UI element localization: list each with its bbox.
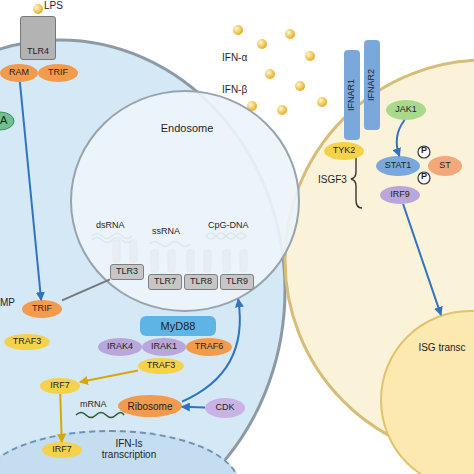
node-text: IRF9 (390, 190, 410, 200)
node-text: TLR7 (154, 277, 176, 287)
transcription-factor: IRF7 (42, 442, 82, 458)
node-text: TRIF (32, 304, 52, 314)
interferon-ball (265, 69, 275, 79)
receptor: TLR4 (20, 16, 56, 60)
interferon-molecules (233, 25, 327, 115)
interferon-ball (305, 51, 315, 61)
receptor: TLR9 (220, 274, 254, 290)
signal-arrow (397, 120, 405, 156)
interferon-ball (317, 97, 327, 107)
node-text: IFNAR2 (367, 69, 377, 101)
node-text: IRF7 (52, 445, 72, 455)
kinase-ellipse: CDK (205, 398, 245, 418)
node-text: TYK2 (333, 146, 356, 156)
interferon-ball (277, 105, 287, 115)
interferon-ball (257, 39, 267, 49)
node-text: IRF7 (50, 381, 70, 391)
signal-arrow (62, 279, 110, 300)
adapter-protein: RAM (0, 64, 38, 82)
phosphate-label: P (418, 146, 430, 156)
transcription-factor: IRF9 (380, 186, 420, 204)
stat-protein: STAT1 (376, 156, 420, 176)
phosphate-label: P (418, 172, 430, 182)
interferon-ball (285, 29, 295, 39)
ligand-label: ssRNA (152, 227, 180, 237)
node-text: JAK1 (395, 105, 417, 115)
kinase-ellipse: TYK2 (324, 142, 364, 160)
phosphate-circle (418, 146, 430, 158)
cytokine-label: IFN-β (222, 84, 247, 95)
receptor-chain: IFNAR1 (344, 50, 360, 140)
node-text: TRIF (48, 68, 68, 78)
adapter-protein: TRIF (22, 300, 62, 318)
ligand-label: CpG-DNA (208, 221, 249, 231)
kinase-ellipse: IRAK1 (142, 338, 186, 356)
receptor-chain: IFNAR2 (364, 40, 380, 130)
node-text: IRAK4 (107, 342, 133, 352)
signaling-protein: TRAF6 (186, 338, 232, 356)
lps-molecule (33, 4, 43, 14)
endosome-circle: EndosomeTLR3TLR7 TLR8 TLR9 (70, 90, 300, 312)
ligand-label: dsRNA (96, 221, 125, 231)
node-text: ISG transc (417, 342, 467, 353)
signal-arrow (182, 299, 240, 401)
signal-arrow (20, 82, 41, 300)
node-text: RAM (9, 68, 29, 78)
node-text: TLR8 (190, 277, 212, 287)
node-text: MyD88 (161, 320, 196, 332)
signaling-protein: TRAF3 (4, 334, 50, 350)
cytokine-label: IFN-α (222, 52, 247, 63)
node-text: TRAF3 (13, 337, 42, 347)
signal-arrow (182, 406, 205, 409)
node-text: ST (439, 161, 451, 171)
signaling-protein: TRAF3 (138, 358, 184, 374)
receptor: TLR3 (110, 264, 144, 280)
stat-protein: ST (428, 156, 462, 176)
phosphate-circle (418, 172, 430, 184)
kinase-ellipse: JAK1 (386, 100, 426, 120)
ligand-label: LPS (44, 0, 63, 11)
adapter-protein: MyD88 (140, 316, 216, 336)
kinase-ellipse: IRAK4 (98, 338, 142, 356)
protein-label: MP (0, 297, 15, 308)
node-text: TLR4 (27, 47, 49, 57)
signal-arrow (403, 204, 441, 315)
signal-arrow (80, 371, 138, 382)
node-text: IFN-Is transcription (94, 438, 164, 460)
node-text: IFNAR1 (347, 79, 357, 111)
receptor: TLR7 (148, 274, 182, 290)
node-text: Endosome (152, 122, 222, 134)
receptor: TLR8 (184, 274, 218, 290)
node-text: IRAK1 (151, 342, 177, 352)
complex-label: ISGF3 (318, 174, 347, 185)
interferon-ball (233, 25, 243, 35)
node-text: TLR9 (226, 277, 248, 287)
node-text: CDK (215, 403, 234, 413)
adapter-protein (0, 112, 14, 130)
interferon-ball (295, 81, 305, 91)
protein-label: A (0, 114, 7, 126)
mrna-strand (76, 413, 124, 418)
node-text: STAT1 (385, 161, 412, 171)
transcription-factor: IRF7 (40, 378, 80, 394)
node-text: TRAF6 (195, 342, 224, 352)
adapter-protein: TRIF (38, 64, 78, 82)
molecule-label: mRNA (80, 400, 107, 410)
node-text: TRAF3 (147, 361, 176, 371)
ribosome-shape: Ribosome (118, 395, 182, 417)
node-text: Ribosome (127, 401, 172, 412)
node-text: TLR3 (116, 267, 138, 277)
